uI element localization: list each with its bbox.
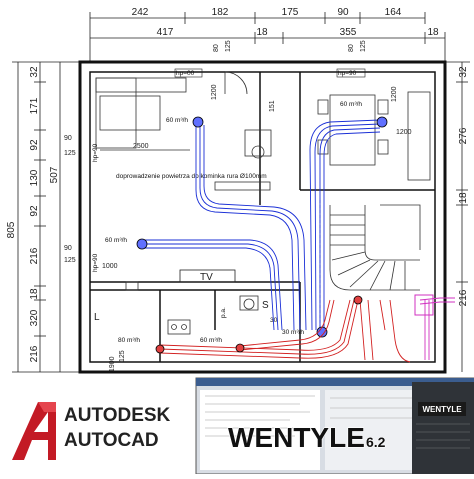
flow-label-5: 60 m³/h (200, 337, 222, 344)
dim-left-7: 320 (29, 309, 40, 326)
red-diffusers (155, 295, 363, 354)
dim-left-top: 32 (29, 66, 40, 78)
wentyle-wordmark: WENTYLE (228, 422, 365, 453)
hp-box-1 (174, 68, 203, 78)
dim-left-4: 92 (29, 205, 40, 217)
exhaust-2 (235, 343, 245, 353)
fireplace-note: doprowadzenie powietrza do kominka rura … (116, 173, 267, 180)
exhaust-3 (353, 295, 363, 305)
hp-box-2 (336, 68, 366, 78)
side-label-4: 125 (64, 257, 76, 264)
dim-right-2: 276 (458, 127, 469, 144)
right-dimensions (445, 61, 470, 372)
vdim-3: 80 (348, 44, 355, 52)
autocad-logo (0, 380, 200, 474)
dim-top-6: 417 (157, 27, 174, 38)
vdim-4: 125 (360, 40, 367, 52)
left-dimensions (12, 61, 90, 373)
hp-label-2: hp=90 (338, 70, 357, 77)
diffuser-3 (376, 116, 388, 128)
dim-left-6: 18 (29, 288, 40, 300)
autocad-wordmark: AUTOCAD (64, 430, 159, 451)
wentyle-mini-logo: WENTYLE (422, 405, 462, 414)
wentyle-version: 6.2 (366, 434, 386, 450)
dim-top-2: 182 (212, 7, 229, 18)
diffuser-2 (136, 238, 148, 250)
flow-label-3: 60 m³/h (340, 101, 362, 108)
diffuser-1 (192, 116, 204, 128)
furniture-dining (317, 91, 431, 181)
room-pa: p.a. (220, 307, 227, 318)
dim-top-5: 164 (385, 7, 402, 18)
room-s: S (262, 300, 269, 311)
dim-left-total: 805 (6, 221, 17, 238)
flow-label-2: 60 m³/h (105, 237, 127, 244)
dim-right-1: 32 (458, 66, 469, 78)
bottom-rooms (125, 281, 259, 335)
dim-1000: 1000 (102, 263, 118, 270)
flow-label-4: 80 m³/h (118, 337, 140, 344)
hp-label-3: hp=90 (92, 143, 99, 162)
dim-125: 125 (119, 350, 126, 362)
blue-ducts (140, 119, 381, 331)
outer-walls (78, 60, 447, 374)
dim-151: 151 (269, 100, 276, 112)
dim-top-3: 175 (282, 7, 299, 18)
dim-1900: 1900 (109, 356, 116, 372)
dim-left-2: 92 (29, 139, 40, 151)
dim-left-5: 216 (29, 247, 40, 264)
red-ducts (159, 299, 411, 363)
dim-left-mid: 507 (49, 166, 60, 183)
dim-2500: 2500 (133, 143, 149, 150)
dim-top-4: 90 (337, 7, 349, 18)
hp-label-4: hp=90 (92, 253, 99, 272)
flow-label-1: 60 m³/h (166, 117, 188, 124)
exhaust-1 (155, 344, 165, 354)
magenta-ducts (414, 294, 455, 360)
tv-label: TV (200, 272, 213, 283)
dim-top-9: 18 (427, 27, 439, 38)
vdim-2: 125 (225, 40, 232, 52)
vdim-1: 80 (213, 44, 220, 52)
side-label-1: 90 (64, 135, 72, 142)
side-label-3: 90 (64, 245, 72, 252)
flow-label-6: 30 m³/h (282, 329, 304, 336)
dim-left-3: 130 (29, 169, 40, 186)
tv-cabinet (179, 269, 236, 283)
dim-1200-c: 1200 (396, 129, 412, 136)
dim-top-8: 355 (340, 27, 357, 38)
staircase (329, 204, 421, 291)
dim-right-4: 216 (458, 289, 469, 306)
autodesk-wordmark: AUTODESK (64, 405, 171, 426)
furniture-living (95, 71, 272, 191)
wentyle-screenshot (195, 377, 474, 475)
top-dimensions (89, 12, 446, 70)
room-l: L (94, 312, 100, 323)
dim-left-8: 216 (29, 345, 40, 362)
dim-right-3: 18 (458, 192, 469, 204)
dim-1200-a: 1200 (211, 84, 218, 100)
blue-diffusers (136, 116, 388, 338)
side-label-2: 125 (64, 150, 76, 157)
dim-1200-b: 1200 (391, 86, 398, 102)
dim-top-1: 242 (132, 7, 149, 18)
dim-left-1: 171 (29, 97, 40, 114)
hp-label-1: hp=00 (176, 70, 195, 77)
dim-top-7: 18 (256, 27, 268, 38)
